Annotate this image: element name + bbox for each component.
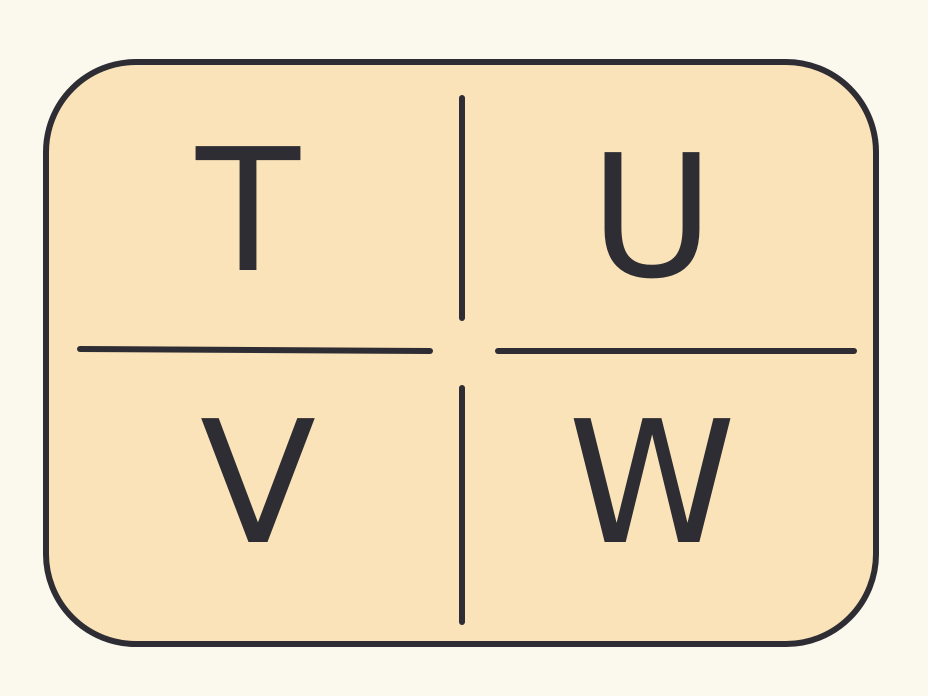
cell-label-top-right: U — [590, 119, 714, 317]
cell-label-bottom-left: V — [200, 385, 316, 583]
horizontal-divider-left — [77, 346, 433, 354]
cell-label-top-left: T — [195, 113, 301, 311]
cell-label-bottom-right: W — [568, 385, 736, 583]
rounded-panel — [43, 59, 879, 647]
